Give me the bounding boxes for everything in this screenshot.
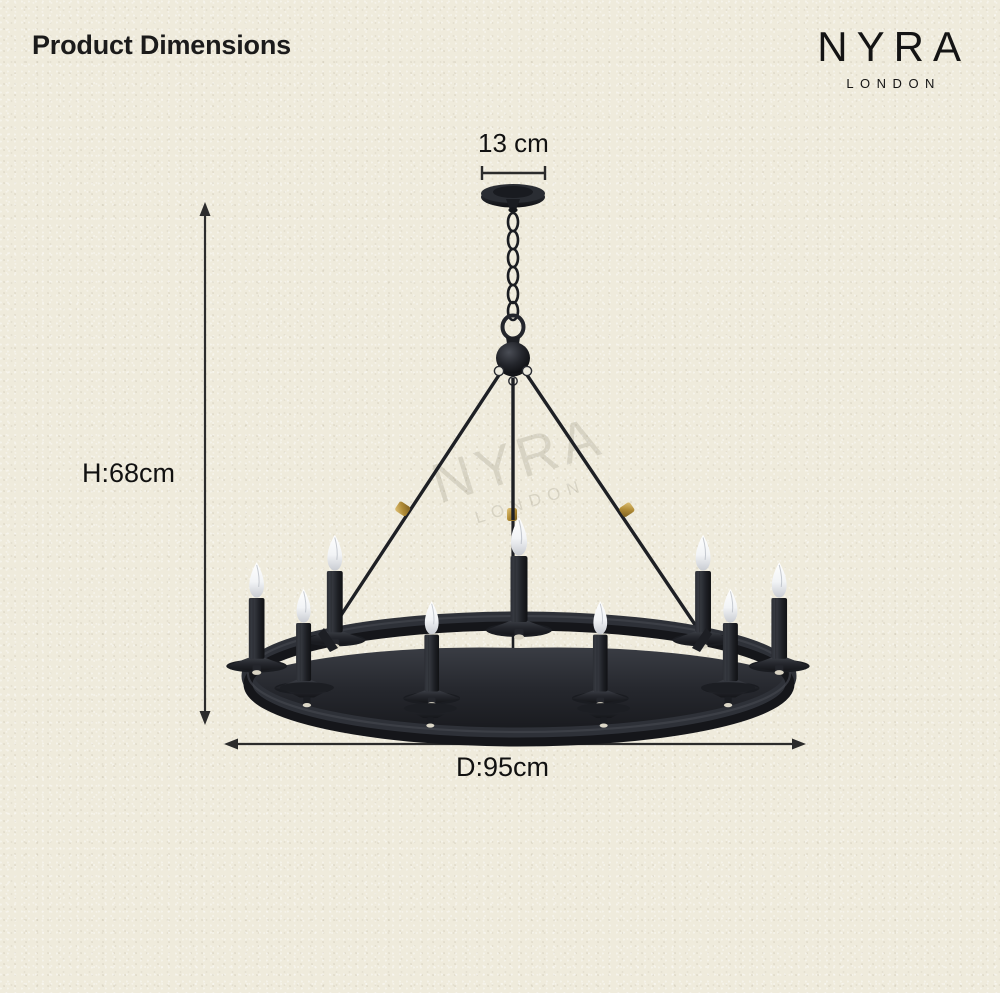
sphere-hub [496, 337, 530, 377]
brand-name: NYRA [817, 23, 970, 70]
dimension-label-diameter: D:95cm [456, 752, 550, 782]
bottom-edge-strip [0, 993, 1000, 1000]
brass-connectors [395, 501, 635, 521]
brand-locality: LONDON [846, 76, 941, 91]
ceiling-canopy [481, 184, 545, 213]
support-arms [328, 370, 702, 634]
brand-logo: NYRA LONDON [817, 23, 970, 91]
hanging-chain [506, 211, 520, 322]
arm-ring-brackets [318, 628, 712, 652]
page-title: Product Dimensions [32, 30, 291, 60]
dimension-label-top-width: 13 cm [478, 128, 549, 158]
dimension-line-height [199, 202, 211, 725]
dimension-line-top-width [480, 166, 547, 180]
dimension-label-height: H:68cm [82, 458, 176, 488]
